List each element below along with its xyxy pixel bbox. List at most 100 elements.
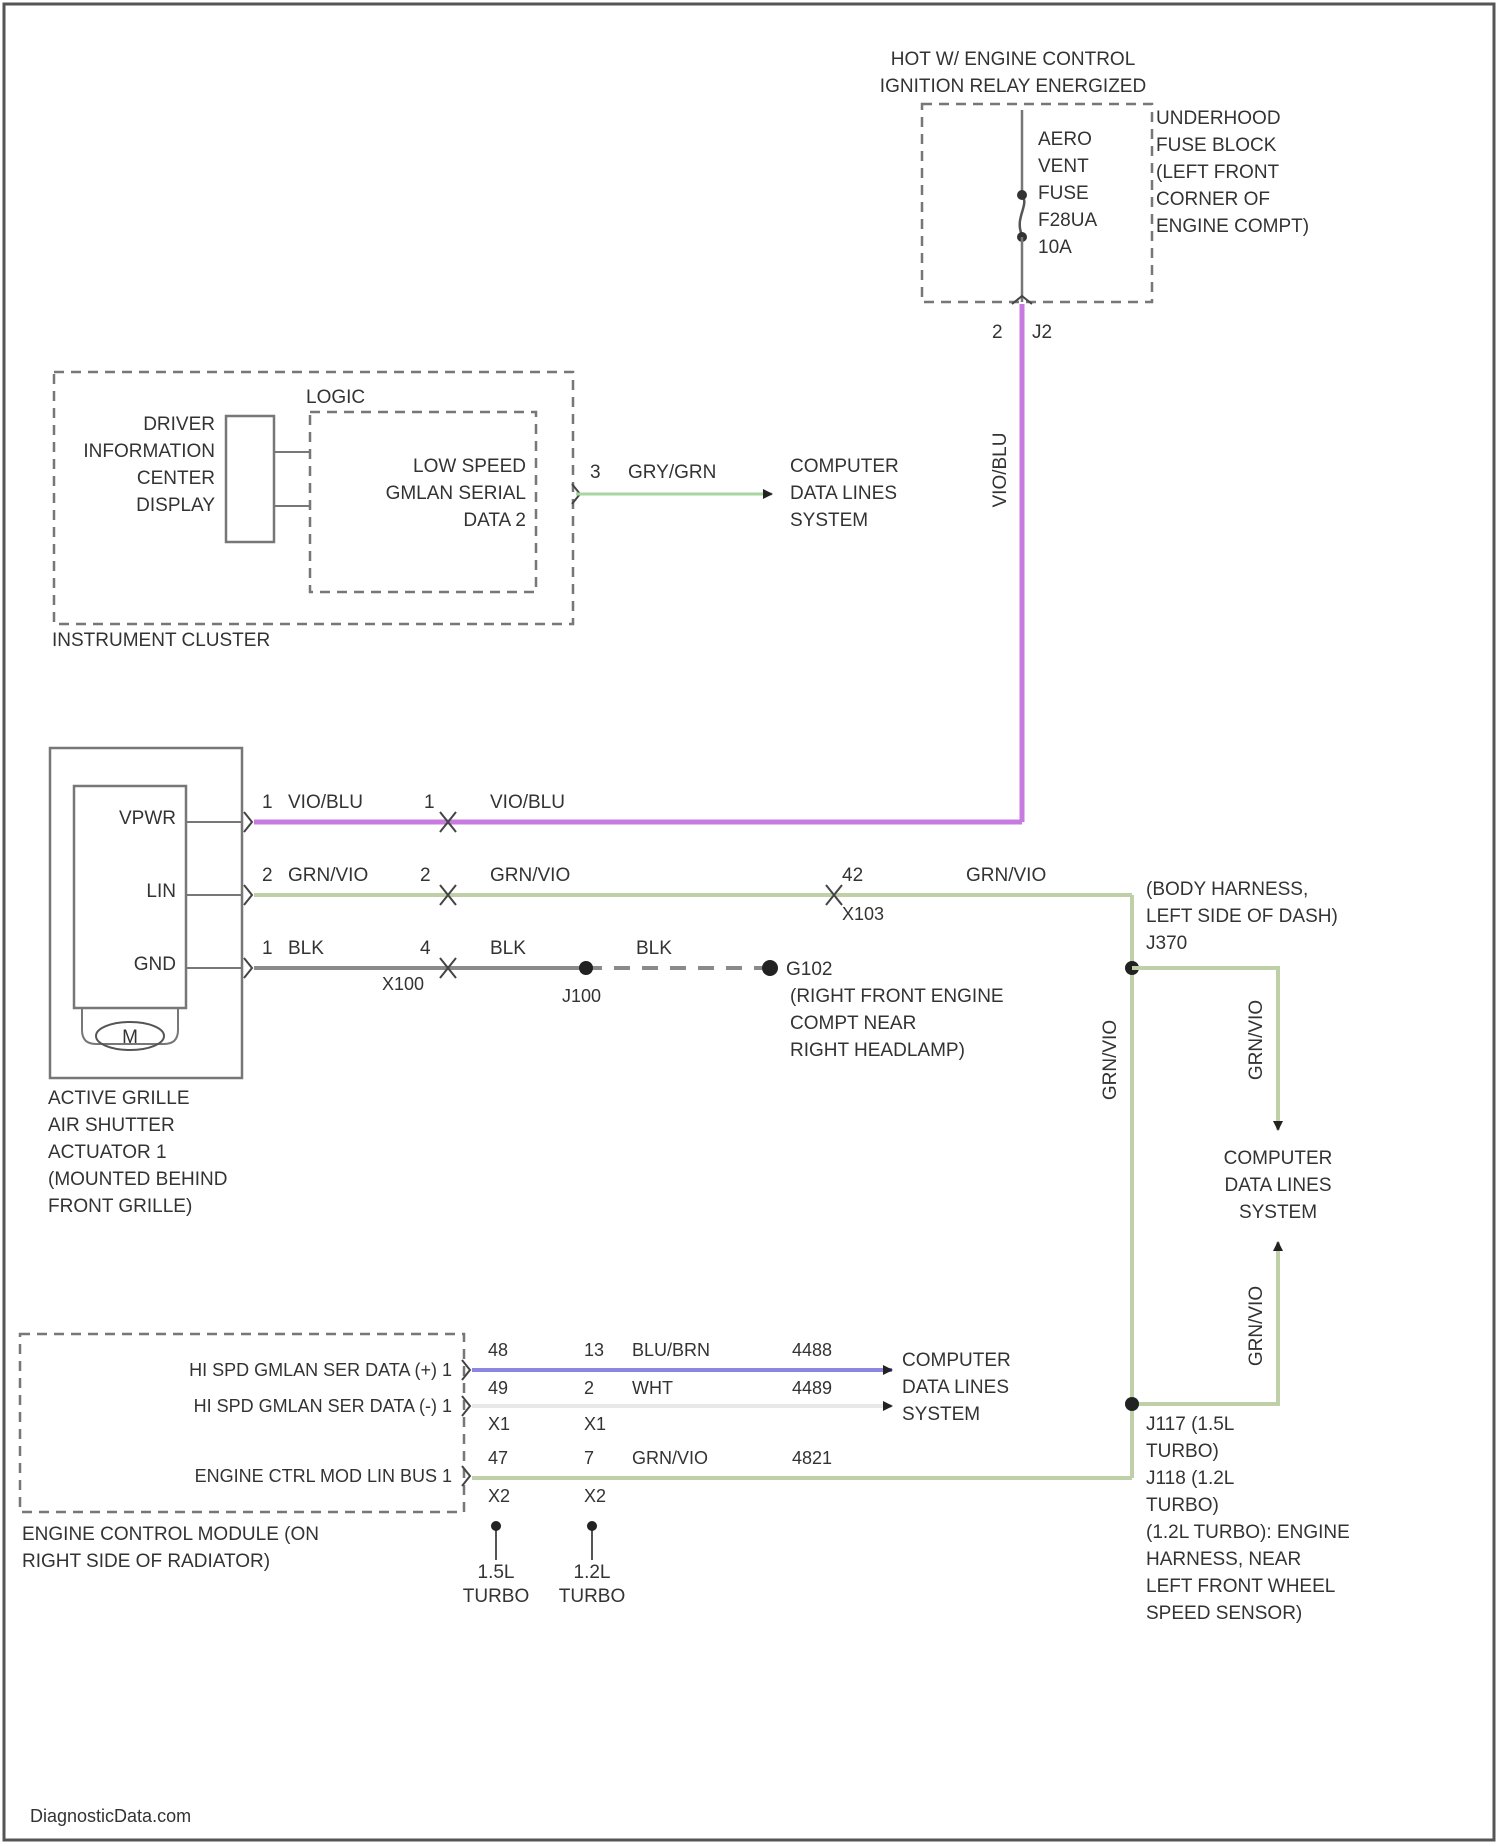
instrument-cluster-title: INSTRUMENT CLUSTER	[52, 630, 270, 651]
instrument-cluster: INSTRUMENT CLUSTER DRIVER INFORMATION CE…	[52, 372, 899, 651]
splice-j100-dot	[579, 961, 593, 975]
gnd-x100-pin: 4	[420, 938, 431, 959]
fuse-location-2: FUSE BLOCK	[1156, 135, 1277, 156]
vpwr-after: VIO/BLU	[490, 792, 565, 813]
ecm-row2-harness-pin: 2	[584, 1378, 594, 1398]
ground-location-1: (RIGHT FRONT ENGINE	[790, 986, 1004, 1007]
actuator-label-1: ACTIVE GRILLE	[48, 1088, 190, 1109]
cluster-dest-1: COMPUTER	[790, 456, 899, 477]
vio-blu-vertical-wire: VIO/BLU	[990, 304, 1022, 822]
cluster-wire-color: GRY/GRN	[628, 462, 716, 483]
variant-right-dot	[587, 1521, 597, 1531]
gnd-pin: 1	[262, 938, 273, 959]
gnd-after: BLK	[490, 938, 526, 959]
actuator-outer-box	[50, 748, 242, 1078]
ecm-row1-pin: 48	[488, 1340, 508, 1360]
splice-j117-dot	[1125, 1397, 1139, 1411]
ecm-row1-label: HI SPD GMLAN SER DATA (+) 1	[189, 1360, 452, 1380]
variant-right-1: 1.2L	[574, 1562, 611, 1583]
fuse-terminal-top	[1017, 190, 1027, 200]
right-dest-2: DATA LINES	[1225, 1175, 1332, 1196]
right-dest-3: SYSTEM	[1239, 1202, 1317, 1223]
grille-shutter-actuator: VPWR LIN GND M ACTIVE GRILLE AIR SHUTTER…	[48, 748, 242, 1217]
lin-x103: X103	[842, 904, 884, 924]
j117-line-1: J117 (1.5L	[1146, 1414, 1234, 1435]
dic-display-box	[226, 416, 274, 542]
cluster-dest-2: DATA LINES	[790, 483, 897, 504]
fuse-location-1: UNDERHOOD	[1156, 108, 1281, 129]
pin-vpwr-label: VPWR	[119, 808, 176, 829]
ecm-row2-circuit: 4489	[792, 1378, 832, 1398]
cluster-pin: 3	[590, 462, 601, 483]
fuse-header-line2: IGNITION RELAY ENERGIZED	[880, 76, 1146, 97]
j117-line-3: J118 (1.2L	[1146, 1468, 1234, 1489]
actuator-label-3: ACTUATOR 1	[48, 1142, 167, 1163]
fuse-header-line1: HOT W/ ENGINE CONTROL	[891, 49, 1136, 70]
lin-x100-pin: 2	[420, 865, 431, 886]
ground-location-2: COMPT NEAR	[790, 1013, 916, 1034]
variant-right-2: TURBO	[559, 1586, 626, 1607]
ecm-row1-harness-pin: 13	[584, 1340, 604, 1360]
lin-color: GRN/VIO	[288, 865, 368, 886]
lin-connector-actuator	[244, 885, 252, 905]
fuse-line-5: 10A	[1038, 237, 1072, 258]
fuse-block: HOT W/ ENGINE CONTROL IGNITION RELAY ENE…	[880, 49, 1309, 343]
fuse-location-3: (LEFT FRONT	[1156, 162, 1280, 183]
motor-label: M	[122, 1027, 138, 1048]
fuse-line-3: FUSE	[1038, 183, 1089, 204]
ecm-title-2: RIGHT SIDE OF RADIATOR)	[22, 1551, 270, 1572]
ecm-title-1: ENGINE CONTROL MODULE (ON	[22, 1524, 319, 1545]
vpwr-pin: 1	[262, 792, 273, 813]
lin-after: GRN/VIO	[490, 865, 570, 886]
gnd-connector-actuator	[244, 958, 252, 978]
serial-line-3: DATA 2	[463, 510, 526, 531]
j370-line-2: LEFT SIDE OF DASH)	[1146, 906, 1338, 927]
trunk-vertical-label: GRN/VIO	[1100, 1020, 1121, 1100]
dic-line-1: DRIVER	[143, 414, 215, 435]
ground-g102-icon	[762, 960, 778, 976]
j117-line-5: (1.2L TURBO): ENGINE	[1146, 1522, 1350, 1543]
lower-branch-label: GRN/VIO	[1246, 1286, 1267, 1366]
gnd-x100: X100	[382, 974, 424, 994]
ecm-row3-label: ENGINE CTRL MOD LIN BUS 1	[195, 1466, 452, 1486]
ecm-row2-pin: 49	[488, 1378, 508, 1398]
pin-lin-label: LIN	[146, 881, 176, 902]
vpwr-x100-pin: 1	[424, 792, 435, 813]
fuse-line-2: VENT	[1038, 156, 1089, 177]
j117-line-4: TURBO)	[1146, 1495, 1219, 1516]
logic-label: LOGIC	[306, 387, 365, 408]
vpwr-color: VIO/BLU	[288, 792, 363, 813]
variant-left-2: TURBO	[463, 1586, 530, 1607]
lin-x103-pin: 42	[842, 865, 863, 886]
dic-line-3: CENTER	[137, 468, 215, 489]
actuator-label-2: AIR SHUTTER	[48, 1115, 175, 1136]
ecm-row3-wire: GRN/VIO	[632, 1448, 708, 1468]
splice-j100: J100	[562, 986, 601, 1006]
j117-line-6: HARNESS, NEAR	[1146, 1549, 1301, 1570]
lin-trunk: (BODY HARNESS, LEFT SIDE OF DASH) J370 G…	[1100, 879, 1350, 1624]
j117-line-7: LEFT FRONT WHEEL	[1146, 1576, 1335, 1597]
ecm-dest-1: COMPUTER	[902, 1350, 1011, 1371]
cluster-dest-3: SYSTEM	[790, 510, 868, 531]
underhood-fuse-block-box	[922, 104, 1152, 302]
ecm-x2-left: X2	[488, 1486, 510, 1506]
fuse-location-5: ENGINE COMPT)	[1156, 216, 1309, 237]
fuse-pin: 2	[992, 322, 1003, 343]
fuse-element-icon	[1020, 195, 1025, 235]
serial-line-1: LOW SPEED	[413, 456, 526, 477]
ecm-x2-right: X2	[584, 1486, 606, 1506]
lin-pin: 2	[262, 865, 273, 886]
ecm-dest-2: DATA LINES	[902, 1377, 1009, 1398]
engine-control-module: HI SPD GMLAN SER DATA (+) 1 HI SPD GMLAN…	[20, 1334, 1132, 1607]
ecm-row2-label: HI SPD GMLAN SER DATA (-) 1	[194, 1396, 452, 1416]
ecm-x1-right: X1	[584, 1414, 606, 1434]
ecm-row3-circuit: 4821	[792, 1448, 832, 1468]
ecm-row3-pin: 47	[488, 1448, 508, 1468]
ground-location-3: RIGHT HEADLAMP)	[790, 1040, 965, 1061]
gnd-color: BLK	[288, 938, 324, 959]
watermark: DiagnosticData.com	[30, 1806, 191, 1826]
ground-g102: G102	[786, 959, 832, 980]
actuator-label-5: FRONT GRILLE)	[48, 1196, 192, 1217]
fuse-location-4: CORNER OF	[1156, 189, 1270, 210]
j117-line-8: SPEED SENSOR)	[1146, 1603, 1302, 1624]
